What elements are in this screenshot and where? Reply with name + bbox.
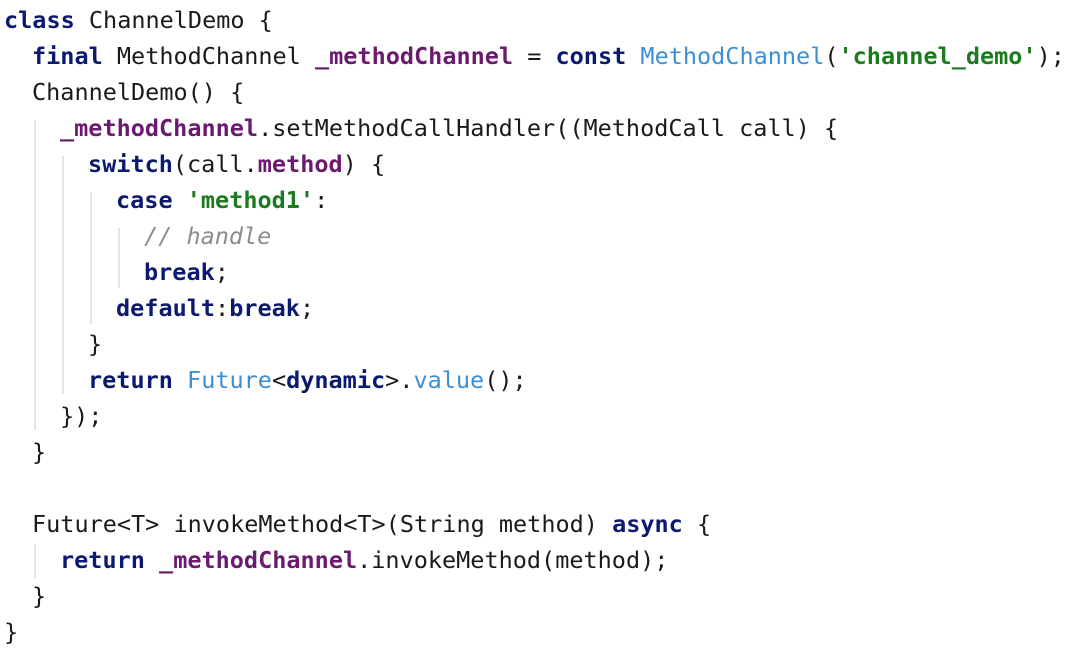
- code-line: Future<T> invokeMethod<T>(String method)…: [32, 506, 711, 542]
- code-line: }: [32, 434, 46, 470]
- constructor-token: MethodChannel: [640, 42, 825, 70]
- keyword-token: switch: [88, 150, 173, 178]
- code-line: break;: [144, 254, 229, 290]
- keyword-token: break: [229, 294, 300, 322]
- brace-token: {: [682, 510, 712, 538]
- code-line: return Future<dynamic>.value();: [88, 362, 527, 398]
- code-line: final MethodChannel _methodChannel = con…: [32, 38, 1065, 74]
- type-token: MethodChannel: [102, 42, 315, 70]
- field-token: _methodChannel: [60, 114, 259, 142]
- string-token: 'channel_demo': [838, 42, 1037, 70]
- code-line: switch(call.method) {: [88, 146, 385, 182]
- field-token: method: [257, 150, 343, 178]
- space-token: [626, 42, 640, 70]
- punct-token: <: [271, 366, 287, 394]
- punct-token: (call.: [172, 150, 258, 178]
- indent-guide: [90, 192, 92, 324]
- code-line: case 'method1':: [116, 182, 328, 218]
- class-name-token: ChannelDemo {: [74, 6, 273, 34]
- punct-token: ();: [484, 366, 527, 394]
- method-token: value: [413, 366, 485, 394]
- comment-token: // handle: [144, 222, 272, 250]
- field-token: _methodChannel: [159, 546, 358, 574]
- keyword-token: return: [88, 366, 173, 394]
- brace-token: });: [60, 402, 103, 430]
- code-line: }: [88, 326, 102, 362]
- keyword-token: class: [4, 6, 75, 34]
- code-line: return _methodChannel.invokeMethod(metho…: [60, 542, 668, 578]
- keyword-token: default: [116, 294, 216, 322]
- code-line: _methodChannel.setMethodCallHandler((Met…: [60, 110, 838, 146]
- code-line: });: [60, 398, 102, 434]
- keyword-token: return: [60, 546, 145, 574]
- code-line: ChannelDemo() {: [32, 74, 244, 110]
- keyword-token: case: [116, 186, 173, 214]
- punct-token: :: [215, 294, 230, 322]
- indent-guide: [34, 120, 36, 430]
- space-token: [173, 366, 187, 394]
- indent-guide: [34, 544, 36, 578]
- code-line: }: [4, 614, 18, 650]
- space-token: [173, 186, 187, 214]
- brace-token: }: [88, 330, 103, 358]
- code-line: default:break;: [116, 290, 314, 326]
- type-token: Future: [187, 366, 272, 394]
- keyword-token: dynamic: [286, 366, 386, 394]
- field-token: _methodChannel: [314, 42, 514, 70]
- method-call-token: .setMethodCallHandler((MethodCall call) …: [258, 114, 839, 142]
- constructor-decl-token: ChannelDemo() {: [32, 78, 245, 106]
- code-line: }: [32, 578, 46, 614]
- method-call-token: .invokeMethod(method);: [357, 546, 669, 574]
- space-token: [145, 546, 159, 574]
- operator-token: =: [513, 42, 556, 70]
- punct-token: );: [1036, 42, 1065, 70]
- punct-token: ;: [214, 258, 229, 286]
- keyword-token: async: [612, 510, 683, 538]
- brace-token: }: [32, 438, 47, 466]
- keyword-token: const: [555, 42, 627, 70]
- brace-token: }: [32, 582, 47, 610]
- string-token: 'method1': [186, 186, 315, 214]
- punct-token: ) {: [342, 150, 386, 178]
- punct-token: >.: [385, 366, 414, 394]
- punct-token: ;: [299, 294, 315, 322]
- code-line: class ChannelDemo {: [4, 2, 273, 38]
- punct-token: :: [314, 186, 329, 214]
- brace-token: }: [4, 618, 19, 646]
- keyword-token: final: [32, 42, 103, 70]
- code-line: // handle: [144, 218, 271, 254]
- punct-token: (: [824, 42, 839, 70]
- keyword-token: break: [144, 258, 215, 286]
- indent-guide: [118, 228, 120, 288]
- indent-guide: [62, 156, 64, 394]
- method-signature-token: Future<T> invokeMethod<T>(String method): [32, 510, 613, 538]
